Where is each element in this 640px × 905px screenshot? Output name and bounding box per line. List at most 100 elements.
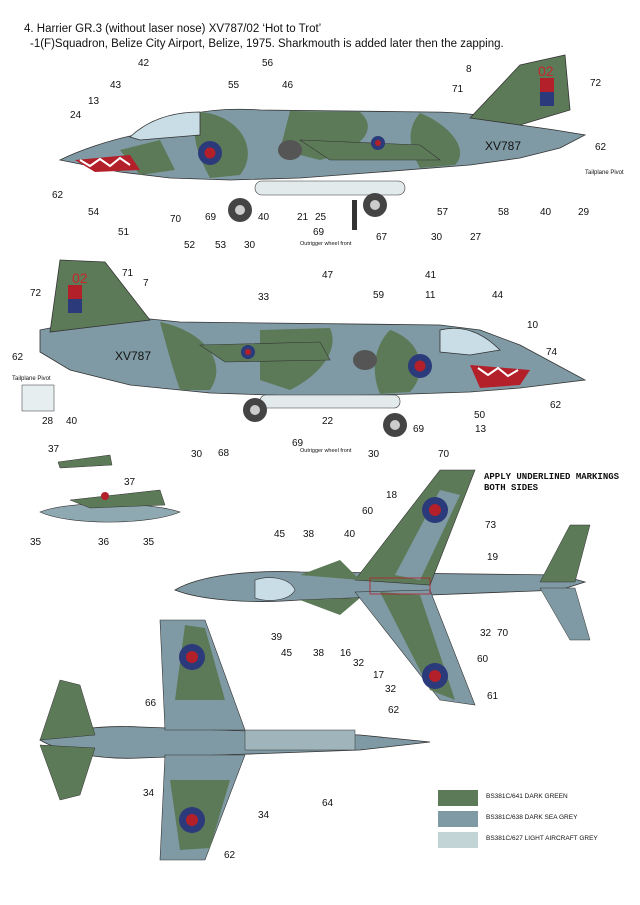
callout-number: 60 (362, 506, 374, 517)
outrigger-caption-1: Outrigger wheel front (300, 241, 352, 247)
callout-number: 19 (487, 552, 499, 563)
callout-number: 69 (313, 227, 325, 238)
callout-number: 32 (480, 628, 492, 639)
callout-number: 72 (590, 78, 602, 89)
legend-row: BS381C/627 LIGHT AIRCRAFT GREY (438, 832, 638, 848)
callout-number: 35 (30, 537, 42, 548)
code-text-side2: 02 (72, 270, 88, 286)
callout-number: 13 (88, 96, 100, 107)
callout-number: 43 (110, 80, 122, 91)
callout-number: 34 (258, 810, 270, 821)
callout-number: 36 (98, 537, 110, 548)
callout-number: 51 (118, 227, 130, 238)
callout-number: 62 (550, 400, 562, 411)
bottom-view (39, 619, 431, 861)
callout-number: 37 (124, 477, 136, 488)
callout-number: 29 (578, 207, 590, 218)
callout-number: 74 (546, 347, 558, 358)
callout-number: 58 (498, 207, 510, 218)
header-subtitle: -1(F)Squadron, Belize City Airport, Beli… (30, 38, 504, 50)
callout-number: 42 (138, 58, 150, 69)
callout-number: 59 (373, 290, 385, 301)
callout-number: 70 (170, 214, 182, 225)
callout-number: 56 (262, 58, 274, 69)
callout-number: 62 (388, 705, 400, 716)
callout-number: 61 (487, 691, 499, 702)
callout-number: 62 (52, 190, 64, 201)
serial-text-side1: XV787 (485, 139, 521, 153)
legend-swatch (438, 811, 478, 827)
callout-number: 66 (145, 698, 157, 709)
callout-number: 69 (292, 438, 304, 449)
callout-number: 62 (224, 850, 236, 861)
callout-number: 28 (42, 416, 54, 427)
callout-number: 45 (274, 529, 286, 540)
callout-number: 70 (497, 628, 509, 639)
callout-number: 27 (470, 232, 482, 243)
callout-number: 41 (425, 270, 437, 281)
callout-number: 18 (386, 490, 398, 501)
legend-label: BS381C/641 DARK GREEN (486, 793, 568, 800)
callout-number: 22 (322, 416, 334, 427)
callout-number: 24 (70, 110, 82, 121)
callout-number: 34 (143, 788, 155, 799)
callout-number: 38 (303, 529, 315, 540)
outrigger-caption-2: Outrigger wheel front (300, 448, 352, 454)
callout-number: 44 (492, 290, 504, 301)
callout-number: 40 (344, 529, 356, 540)
callout-number: 30 (431, 232, 443, 243)
callout-number: 25 (315, 212, 327, 223)
callout-number: 10 (527, 320, 539, 331)
serial-text-side2: XV787 (115, 349, 151, 363)
callout-number: 40 (540, 207, 552, 218)
callout-number: 47 (322, 270, 334, 281)
callout-number: 40 (66, 416, 78, 427)
callout-number: 17 (373, 670, 385, 681)
top-view (174, 469, 591, 706)
callout-number: 68 (218, 448, 230, 459)
callout-number: 67 (376, 232, 388, 243)
callout-number: 64 (322, 798, 334, 809)
callout-number: 71 (452, 84, 464, 95)
callout-number: 62 (12, 352, 24, 363)
callout-number: 52 (184, 240, 196, 251)
underlined-markings-note-line1: APPLY UNDERLINED MARKINGS (484, 472, 620, 482)
callout-number: 8 (466, 64, 472, 75)
callout-number: 62 (595, 142, 607, 153)
underlined-markings-note-line2: BOTH SIDES (484, 483, 539, 493)
legend-row: BS381C/641 DARK GREEN (438, 790, 638, 806)
callout-number: 30 (368, 449, 380, 460)
tailplane-pivot-caption-2: Tailplane Pivot (12, 376, 51, 382)
callout-number: 37 (48, 444, 60, 455)
callout-number: 69 (205, 212, 217, 223)
code-text-side1: 02 (538, 63, 554, 79)
callout-number: 32 (353, 658, 365, 669)
legend-row: BS381C/638 DARK SEA GREY (438, 811, 638, 827)
side-view-right-profile (21, 259, 587, 437)
callout-number: 38 (313, 648, 325, 659)
callout-number: 73 (485, 520, 497, 531)
callout-number: 39 (271, 632, 283, 643)
callout-number: 57 (437, 207, 449, 218)
legend-label: BS381C/638 DARK SEA GREY (486, 814, 578, 821)
callout-number: 53 (215, 240, 227, 251)
callout-number: 33 (258, 292, 270, 303)
callout-number: 69 (413, 424, 425, 435)
callout-number: 32 (385, 684, 397, 695)
callout-number: 70 (438, 449, 450, 460)
callout-number: 60 (477, 654, 489, 665)
callout-number: 54 (88, 207, 100, 218)
callout-number: 21 (297, 212, 309, 223)
legend-label: BS381C/627 LIGHT AIRCRAFT GREY (486, 835, 598, 842)
callout-number: 46 (282, 80, 294, 91)
callout-number: 40 (258, 212, 270, 223)
callout-number: 45 (281, 648, 293, 659)
callout-number: 30 (191, 449, 203, 460)
legend-swatch (438, 790, 478, 806)
callout-number: 16 (340, 648, 352, 659)
pylon-details (39, 454, 181, 523)
callout-number: 50 (474, 410, 486, 421)
